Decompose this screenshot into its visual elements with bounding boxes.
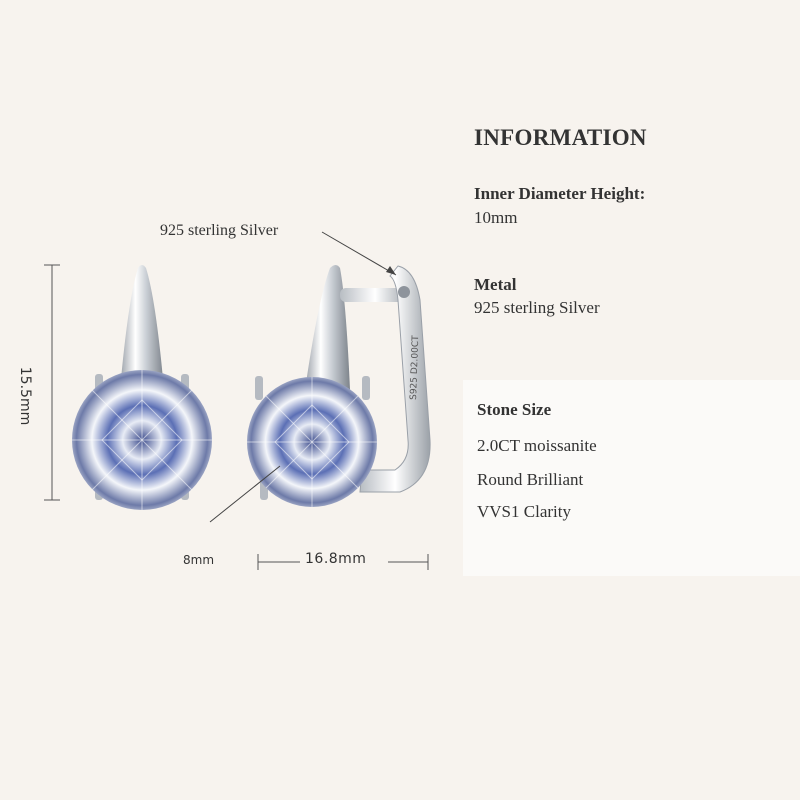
stone-clarity: VVS1 Clarity <box>477 502 571 521</box>
width-dimension-label: 16.8mm <box>305 551 367 567</box>
height-dimension <box>44 264 60 501</box>
right-earring <box>247 265 431 507</box>
stone-size-panel <box>463 380 800 576</box>
metal-label: Metal <box>474 275 517 294</box>
material-callout-line <box>321 231 397 276</box>
inner-diameter-label: Inner Diameter Height: <box>474 184 646 203</box>
info-title: INFORMATION <box>474 125 647 150</box>
height-dimension-label: 15.5mm <box>17 366 33 426</box>
engraving-text: S925 D2.00CT <box>409 335 421 400</box>
stone-carat: 2.0CT moissanite <box>477 436 597 455</box>
stone-diameter-label: 8mm <box>183 553 215 567</box>
metal-value: 925 sterling Silver <box>474 298 600 317</box>
left-earring <box>72 265 212 510</box>
material-callout: 925 sterling Silver <box>160 222 279 239</box>
stone-cut: Round Brilliant <box>477 470 584 489</box>
width-dimension <box>257 554 429 570</box>
stone-callout-line <box>209 465 281 523</box>
stone-size-label: Stone Size <box>477 400 552 419</box>
inner-diameter-value: 10mm <box>474 208 518 227</box>
